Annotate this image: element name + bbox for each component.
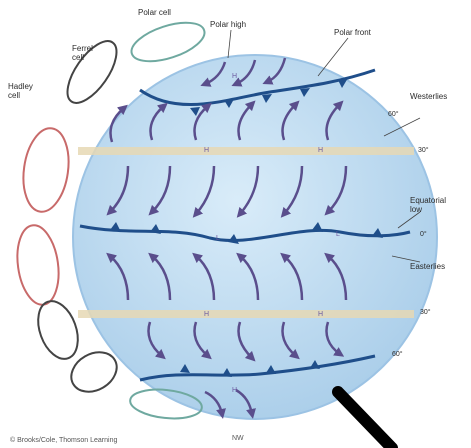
svg-text:H: H — [318, 147, 323, 154]
svg-text:H: H — [232, 73, 237, 80]
copyright-text: © Brooks/Cole, Thomson Learning — [10, 436, 117, 445]
diagonal-bar — [338, 392, 392, 448]
label-polar-cell: Polar cell — [138, 8, 171, 17]
hadley-cell-north-loop — [18, 125, 73, 214]
svg-text:H: H — [232, 387, 237, 394]
label-equatorial-low: Equatorial low — [410, 196, 446, 214]
high-pressure-band-north — [78, 147, 414, 155]
label-lat-30s: 30° — [420, 308, 431, 317]
label-polar-front: Polar front — [334, 28, 371, 37]
footer-code: NW — [232, 434, 244, 443]
label-polar-high: Polar high — [210, 20, 246, 29]
label-lat-60n: 60° — [388, 110, 399, 119]
label-hadley-cell: Hadley cell — [8, 82, 33, 100]
label-westerlies: Westerlies — [410, 92, 447, 101]
svg-text:H: H — [318, 311, 323, 318]
svg-text:L: L — [216, 235, 220, 242]
svg-text:L: L — [336, 231, 340, 238]
label-lat-30n: 30° — [418, 146, 429, 155]
label-lat-60s: 60° — [392, 350, 403, 359]
hadley-cell-south-loop — [13, 223, 64, 308]
polar-cell-north-loop — [127, 15, 209, 69]
high-pressure-band-south — [78, 310, 414, 318]
svg-text:H: H — [204, 147, 209, 154]
svg-text:H: H — [204, 311, 209, 318]
label-ferrel-cell: Ferrel cell — [72, 44, 93, 62]
hadley-cell-south-loop-2 — [31, 296, 85, 365]
label-easterlies: Easterlies — [410, 262, 445, 271]
label-lat-0: 0° — [420, 230, 427, 239]
